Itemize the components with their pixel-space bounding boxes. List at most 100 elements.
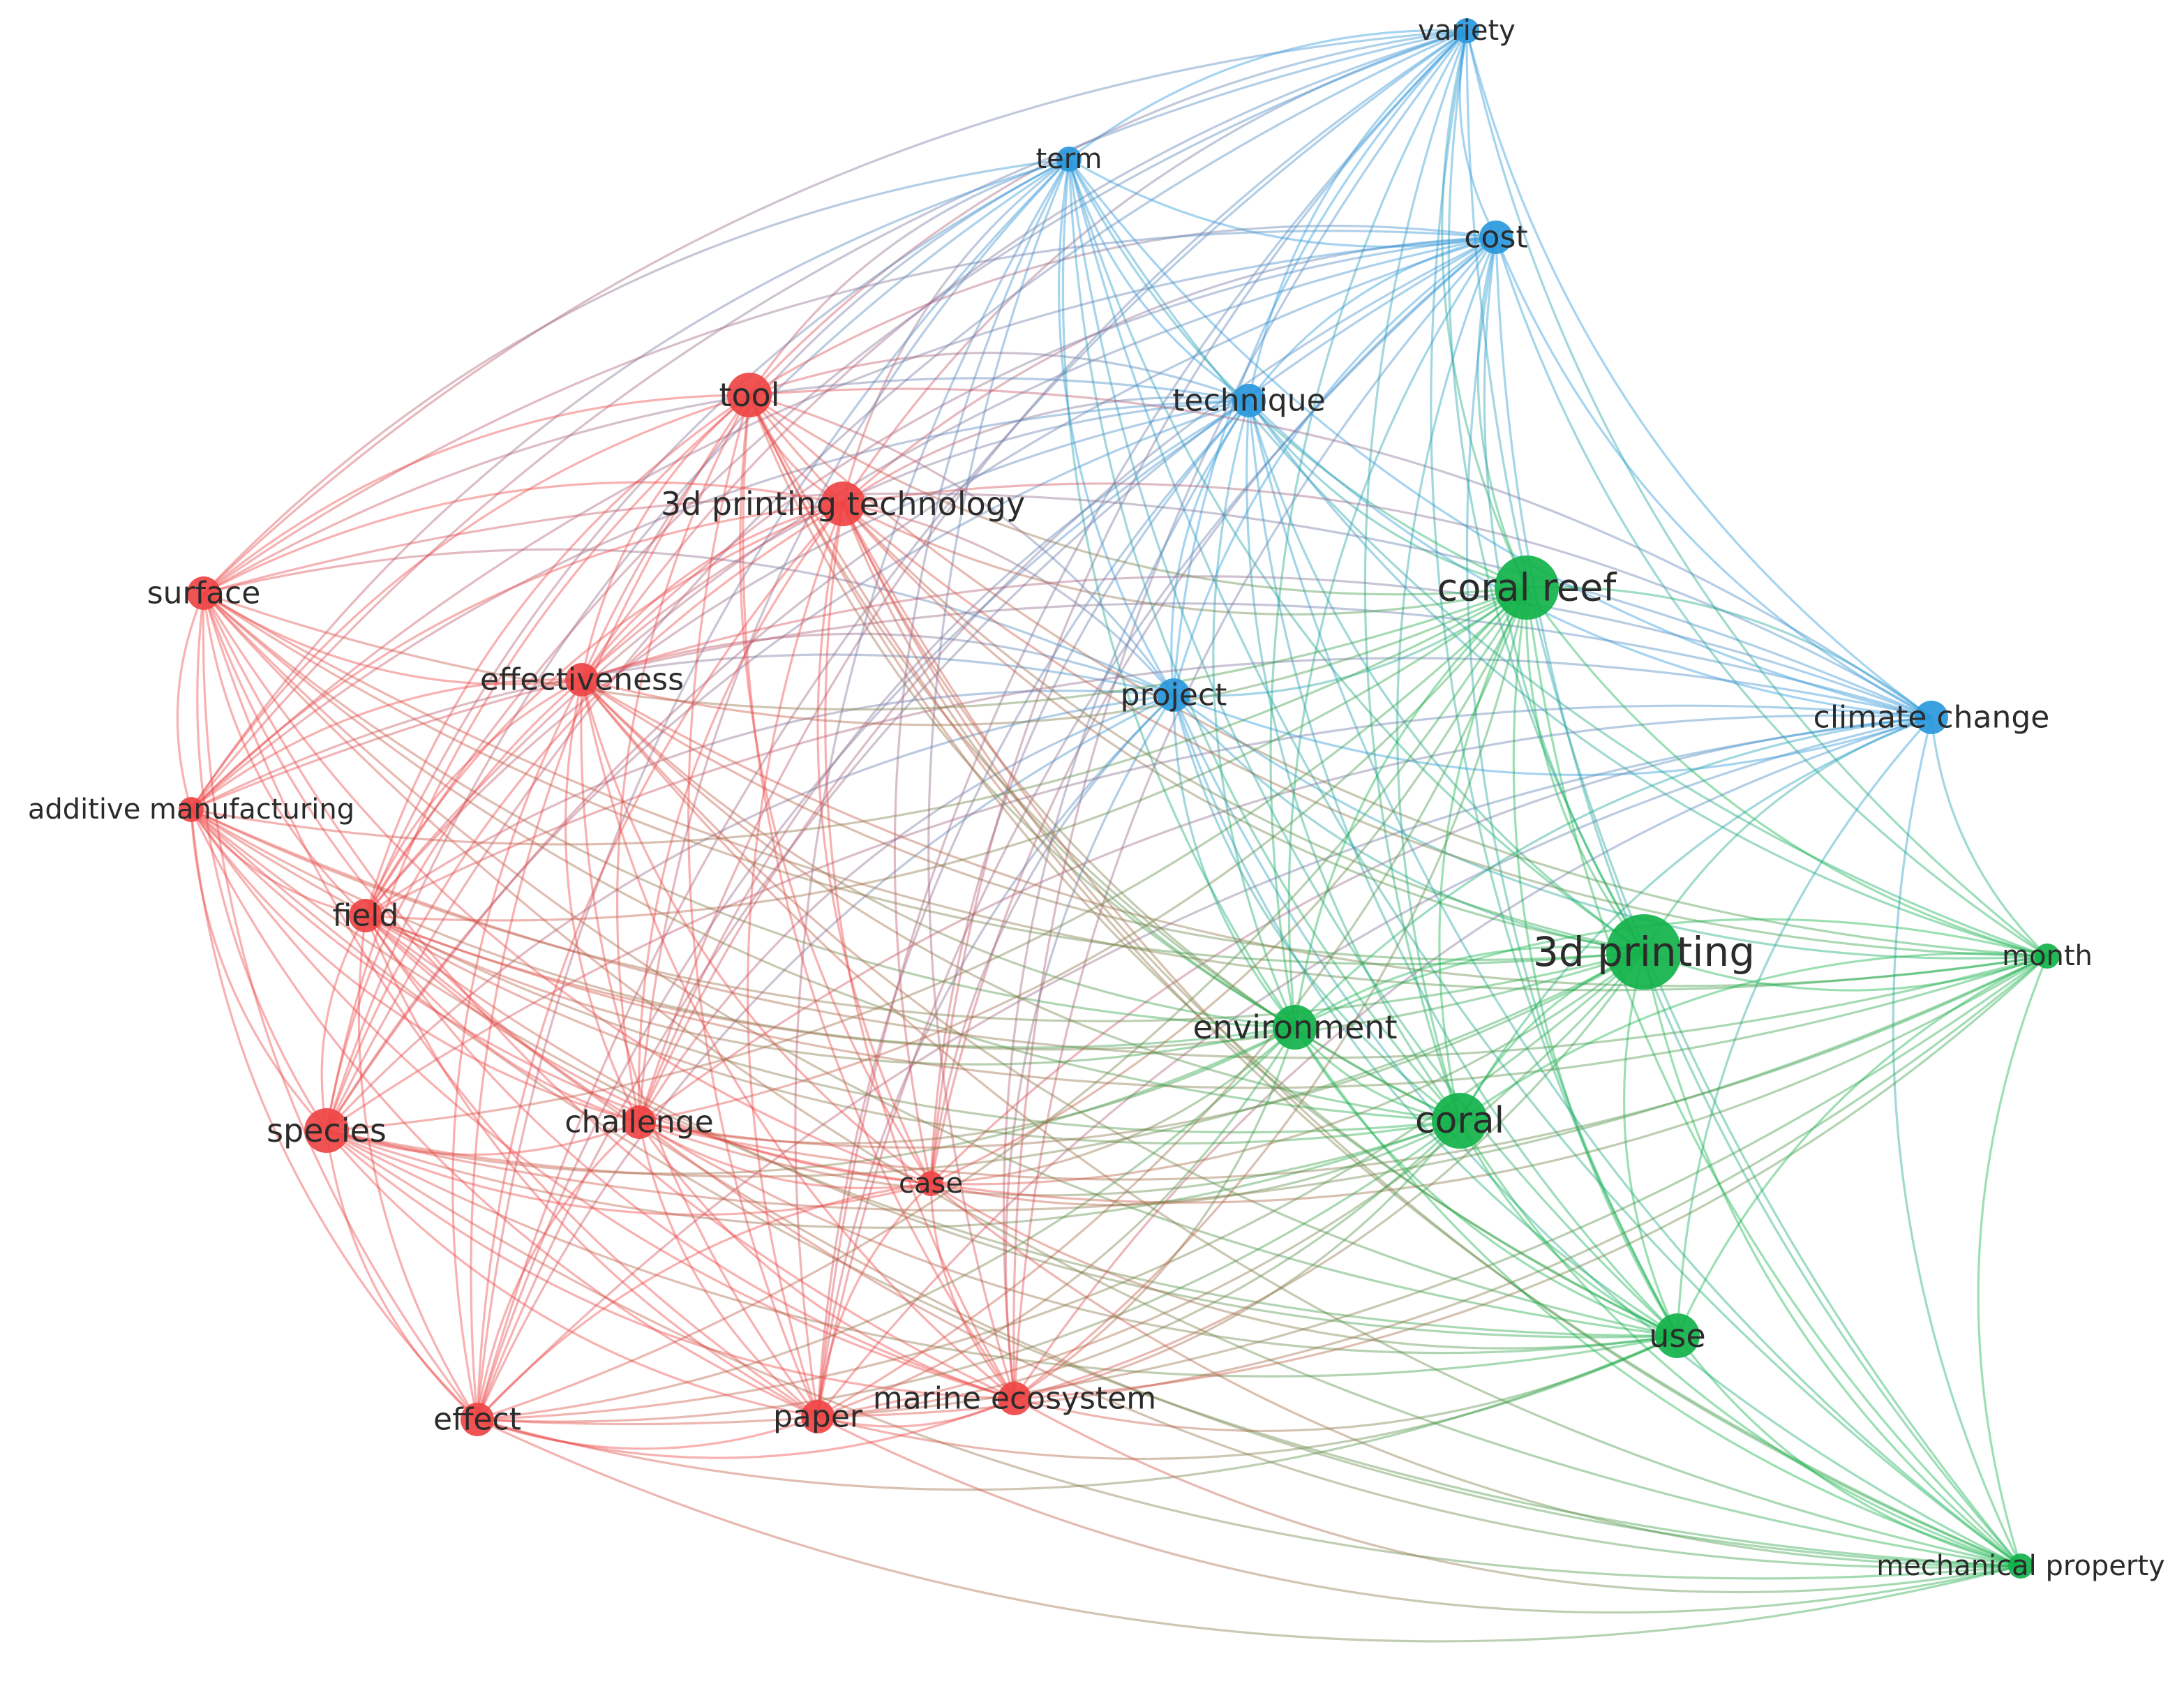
edge-surface-species bbox=[196, 592, 328, 1132]
edge-challenge-effect bbox=[476, 1121, 641, 1421]
label-paper: paper bbox=[773, 1399, 863, 1435]
node-coral-reef[interactable] bbox=[1495, 556, 1559, 620]
edge-3d-printing-technology-mechanical-property bbox=[842, 502, 2022, 1567]
node-surface[interactable] bbox=[187, 576, 220, 610]
edge-paper-coral bbox=[816, 1119, 1461, 1418]
node-coral[interactable] bbox=[1432, 1093, 1488, 1149]
edge-month-coral bbox=[1458, 952, 2049, 1122]
edge-species-effect bbox=[325, 1129, 479, 1421]
label-effectiveness: effectiveness bbox=[480, 662, 684, 698]
node-climate-change[interactable] bbox=[1915, 701, 1948, 734]
edge-additive-manufacturing-case bbox=[190, 808, 932, 1185]
edge-3d-printing-technology-3d-printing bbox=[842, 502, 1645, 953]
node-species[interactable] bbox=[304, 1108, 349, 1153]
node-environment[interactable] bbox=[1273, 1005, 1317, 1050]
edge-marine-ecosystem-coral bbox=[1013, 1119, 1461, 1400]
edge-variety-cost bbox=[1458, 29, 1497, 239]
edge-effect-3d-printing bbox=[476, 950, 1645, 1421]
node-marine-ecosystem[interactable] bbox=[998, 1382, 1031, 1415]
node-mechanical-property[interactable] bbox=[2008, 1553, 2033, 1579]
edge-effectiveness-month bbox=[581, 678, 2049, 987]
node-3d-printing[interactable] bbox=[1606, 914, 1682, 990]
edge-effect-coral-reef bbox=[476, 586, 1528, 1421]
edge-technique-marine-ecosystem bbox=[1002, 399, 1250, 1400]
edge-technique-month bbox=[1248, 399, 2049, 957]
edge-month-mechanical-property bbox=[1977, 955, 2049, 1567]
edge-3d-printing-technology-coral-reef bbox=[842, 502, 1528, 616]
node-tool[interactable] bbox=[727, 373, 772, 417]
edge-technique-field bbox=[364, 399, 1250, 917]
edge-additive-manufacturing-species bbox=[190, 808, 328, 1132]
edge-field-marine-ecosystem bbox=[364, 914, 1016, 1400]
node-effectiveness[interactable] bbox=[565, 663, 599, 696]
edge-project-field bbox=[364, 689, 1175, 917]
network-nodes bbox=[179, 18, 2060, 1579]
edge-species-challenge bbox=[325, 1121, 641, 1156]
edge-project-tool bbox=[748, 394, 1175, 696]
edge-term-surface bbox=[202, 158, 1070, 595]
edge-effect-mechanical-property bbox=[476, 1418, 2022, 1643]
edge-tool-additive-manufacturing bbox=[190, 394, 751, 811]
node-month[interactable] bbox=[2035, 944, 2060, 969]
edge-climate-change-tool bbox=[748, 387, 1933, 719]
edge-climate-change-species bbox=[325, 704, 1933, 1132]
edge-technique-paper bbox=[816, 399, 1250, 1418]
edge-climate-change-3d-printing-technology bbox=[842, 482, 1933, 719]
node-project[interactable] bbox=[1157, 678, 1190, 712]
edge-effect-environment bbox=[476, 1026, 1296, 1421]
node-challenge[interactable] bbox=[622, 1105, 656, 1139]
edge-challenge-environment bbox=[638, 1026, 1296, 1144]
edge-paper-environment bbox=[816, 1026, 1296, 1418]
label-cost: cost bbox=[1464, 220, 1527, 255]
edge-variety-tool bbox=[748, 29, 1468, 396]
node-field[interactable] bbox=[349, 899, 382, 932]
edge-term-effect bbox=[476, 158, 1070, 1421]
node-cost[interactable] bbox=[1479, 221, 1513, 254]
edge-variety-term bbox=[1068, 29, 1468, 161]
edge-3d-printing-technology-surface bbox=[202, 481, 844, 595]
edge-challenge-case bbox=[638, 1121, 932, 1190]
edge-effect-paper bbox=[476, 1415, 819, 1450]
node-case[interactable] bbox=[918, 1171, 943, 1196]
edge-effect-month bbox=[476, 955, 2049, 1426]
node-effect[interactable] bbox=[461, 1403, 494, 1436]
edge-challenge-paper bbox=[638, 1121, 819, 1418]
edge-surface-month bbox=[202, 592, 2049, 992]
edge-marine-ecosystem-use bbox=[1013, 1334, 1679, 1433]
edge-variety-challenge bbox=[638, 29, 1468, 1124]
edge-additive-manufacturing-marine-ecosystem bbox=[190, 808, 1016, 1400]
edge-climate-change-environment bbox=[1294, 716, 1933, 1029]
node-additive-manufacturing[interactable] bbox=[179, 797, 204, 822]
edge-technique-3d-printing-technology bbox=[842, 396, 1250, 505]
label-species: species bbox=[267, 1112, 387, 1149]
edge-climate-change-field bbox=[364, 657, 1933, 917]
node-paper[interactable] bbox=[801, 1400, 835, 1433]
edge-tool-marine-ecosystem bbox=[742, 394, 1016, 1400]
edge-species-month bbox=[325, 955, 2049, 1212]
edge-additive-manufacturing-environment bbox=[190, 808, 1296, 1049]
edge-tool-effectiveness bbox=[581, 394, 751, 681]
edge-variety-field bbox=[364, 29, 1468, 917]
label-term: term bbox=[1036, 143, 1102, 175]
node-technique[interactable] bbox=[1232, 384, 1266, 417]
edge-project-month bbox=[1172, 694, 2049, 960]
edge-3d-printing-technology-use bbox=[842, 502, 1679, 1337]
edge-field-paper bbox=[364, 914, 819, 1418]
edge-effectiveness-effect bbox=[451, 678, 583, 1421]
edge-surface-effect bbox=[202, 592, 479, 1421]
edge-effectiveness-environment bbox=[581, 678, 1296, 1029]
edge-variety-technique bbox=[1248, 29, 1468, 402]
label-project: project bbox=[1121, 678, 1227, 713]
edge-effectiveness-mechanical-property bbox=[581, 678, 2022, 1567]
node-3d-printing-technology[interactable] bbox=[821, 482, 865, 526]
edge-technique-surface bbox=[202, 377, 1250, 595]
edge-marine-ecosystem-month bbox=[1013, 955, 2049, 1400]
node-variety[interactable] bbox=[1454, 18, 1479, 43]
edge-field-case bbox=[364, 914, 932, 1185]
node-term[interactable] bbox=[1056, 147, 1082, 172]
edge-climate-change-coral-reef bbox=[1525, 586, 1933, 719]
edge-climate-change-marine-ecosystem bbox=[1013, 716, 1933, 1400]
edge-challenge-marine-ecosystem bbox=[638, 1121, 1016, 1400]
node-use[interactable] bbox=[1655, 1313, 1700, 1358]
